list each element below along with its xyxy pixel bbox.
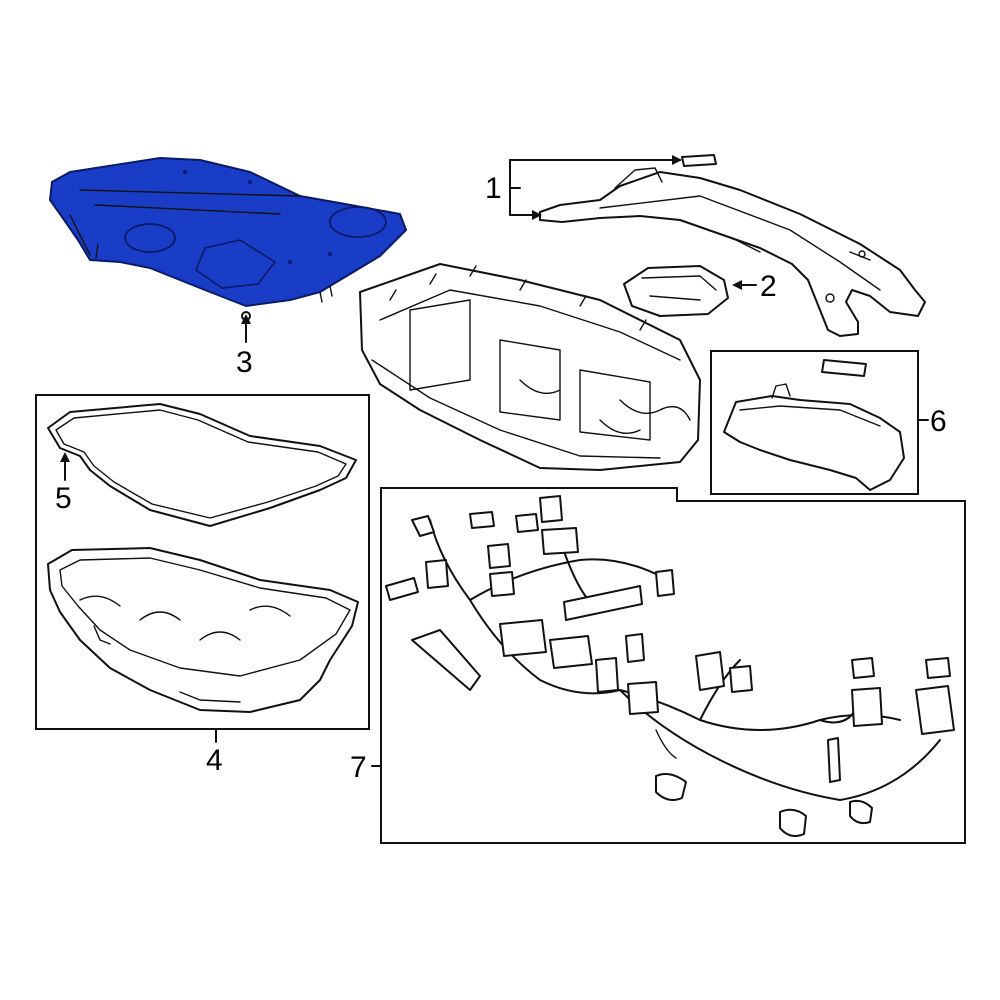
callout-1: 1 bbox=[485, 172, 502, 205]
callout-5-leader bbox=[60, 452, 70, 481]
part-5-seal[interactable] bbox=[47, 403, 357, 527]
part-7-box bbox=[380, 487, 966, 844]
callout-3: 3 bbox=[236, 346, 253, 379]
battery-assembly bbox=[359, 263, 701, 471]
part-1-bracket[interactable] bbox=[539, 167, 926, 337]
callout-6: 6 bbox=[930, 405, 947, 438]
part-4-box bbox=[35, 394, 370, 730]
callout-7: 7 bbox=[350, 751, 367, 784]
part-6-box bbox=[710, 350, 919, 495]
part-7-wire-harness[interactable] bbox=[385, 495, 955, 837]
part-1-tab bbox=[681, 154, 717, 167]
callout-4: 4 bbox=[206, 744, 223, 777]
part-2-module[interactable] bbox=[623, 265, 729, 317]
callout-3-leader bbox=[241, 314, 251, 343]
callout-1-leader bbox=[509, 155, 682, 220]
callout-5: 5 bbox=[55, 482, 72, 515]
part-3-cover[interactable] bbox=[49, 157, 407, 321]
callout-2-leader bbox=[732, 280, 757, 290]
part-4-tray[interactable] bbox=[47, 547, 359, 713]
callout-2: 2 bbox=[760, 270, 777, 303]
part-6-cover[interactable] bbox=[723, 359, 905, 491]
